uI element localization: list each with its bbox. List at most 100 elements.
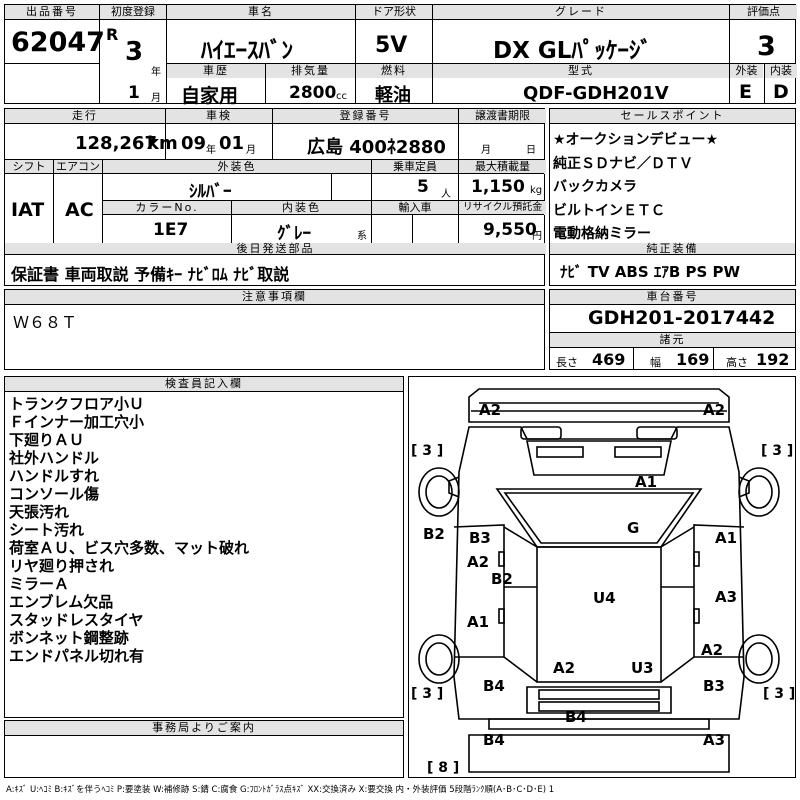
tyre-rating-spare: [ 8 ] <box>427 760 459 776</box>
height: 192 <box>756 350 790 369</box>
spec-label: 諸元 <box>550 333 795 347</box>
mark-right-tail: B3 <box>703 677 725 695</box>
mark-left-side: B2 <box>423 525 445 543</box>
max-load-label: 最大積載量 <box>459 160 546 174</box>
sales-points-block: セールスポイント ★オークションデビュー★ 純正ＳＤナビ／ＤＴＶ バックカメラ … <box>549 108 796 255</box>
int-color-label: 内装色 <box>232 201 371 215</box>
chassis-label: 車台番号 <box>550 290 795 304</box>
notes-label: 注意事項欄 <box>5 290 544 304</box>
mark-rear-bumper: B4 <box>565 708 587 726</box>
inspector-item: ボンネット鋼整跡 <box>9 629 129 647</box>
inspector-item: Ｆインナー加工穴小 <box>9 413 145 431</box>
later-parts-label: 後日発送部品 <box>5 243 546 255</box>
interior-grade-label: 内装 <box>765 64 797 78</box>
transfer-deadline-month-unit: 月 <box>481 145 491 156</box>
mileage-label: 走行 <box>5 109 165 123</box>
notes: Ｗ６８Ｔ <box>13 313 78 332</box>
mileage-unit: km <box>147 133 178 154</box>
exterior-grade-label: 外装 <box>730 64 763 78</box>
chassis-block: 車台番号 GDH201-2017442 諸元 長さ 469 幅 169 高さ 1… <box>549 289 796 370</box>
inspection-year: 09 <box>181 133 207 154</box>
equipment: ﾅﾋﾞ TV ABS ｴｱB PS PW <box>560 263 741 281</box>
score-label: 評価点 <box>730 5 797 19</box>
interior-grade: D <box>773 81 789 103</box>
inspector-item: スタッドレスタイヤ <box>9 611 144 629</box>
inspector-item: 天張汚れ <box>9 503 70 521</box>
inspector-item: エンブレム欠品 <box>9 593 114 611</box>
lot-label: 出品番号 <box>5 5 99 19</box>
sales-points-list: ★オークションデビュー★ 純正ＳＤナビ／ＤＴＶ バックカメラ ビルトインＥＴＣ … <box>553 129 718 247</box>
mark-left-front-door-b: A2 <box>467 553 489 571</box>
transfer-deadline-label: 譲渡書期限 <box>459 109 546 123</box>
tyre-rating-fr: [ 3 ] <box>761 443 793 459</box>
car-damage-diagram: [ 3 ] [ 3 ] [ 3 ] [ 3 ] [ 8 ] A2 A2 A1 G… <box>411 388 795 776</box>
first-reg-year: 3 <box>125 37 144 67</box>
capacity-unit: 人 <box>441 189 451 200</box>
inspection-month: 01 <box>219 133 245 154</box>
mark-right-rear-door: A3 <box>715 588 737 606</box>
history: 自家用 <box>181 85 239 107</box>
first-reg-label: 初度登録 <box>100 5 166 19</box>
chassis-number: GDH201-2017442 <box>588 307 776 329</box>
shift: IAT <box>11 199 45 221</box>
equipment-box: ﾅﾋﾞ TV ABS ｴｱB PS PW <box>549 254 796 286</box>
first-reg-month-unit: 月 <box>151 93 161 104</box>
later-parts: 保証書 車両取説 予備ｷｰ ﾅﾋﾞﾛﾑ ﾅﾋﾞ取説 <box>11 265 290 284</box>
inspector-item: リヤ廻り押され <box>9 557 115 575</box>
inspector-item: 社外ハンドル <box>9 449 100 467</box>
office-label: 事務局よりご案内 <box>5 721 403 735</box>
sales-point-item: 電動格納ミラー <box>553 226 651 242</box>
sales-point-item: ★オークションデビュー★ <box>553 132 719 148</box>
recycle: 9,550 <box>483 220 537 240</box>
color-no: 1E7 <box>153 220 189 240</box>
ext-color: ｼﾙﾊﾞｰ <box>189 182 232 202</box>
max-load-unit: kg <box>530 185 543 196</box>
inspector-item: シート汚れ <box>9 521 85 539</box>
int-color-unit: 系 <box>357 231 367 242</box>
inspection-year-unit: 年 <box>206 145 216 156</box>
mark-left-mid: B2 <box>491 570 513 588</box>
inspector-item: 下廻りＡＵ <box>9 431 85 449</box>
later-parts-box: 保証書 車両取説 予備ｷｰ ﾅﾋﾞﾛﾑ ﾅﾋﾞ取説 <box>4 254 545 286</box>
mileage: 128,267 <box>75 133 157 154</box>
inspector-item: エンドパネル切れ有 <box>9 647 145 665</box>
mark-front-right: A2 <box>703 401 725 419</box>
tyre-rating-rl: [ 3 ] <box>411 686 443 702</box>
shift-label: シフト <box>5 160 53 174</box>
length: 469 <box>592 350 626 369</box>
inspector-item: 荷室ＡＵ、ビス穴多数、マット破れ <box>9 539 250 557</box>
capacity-label: 乗車定員 <box>372 160 458 174</box>
mark-right-front-door: A1 <box>715 529 737 547</box>
inspector-list: トランクフロア小Ｕ Ｆインナー加工穴小 下廻りＡＵ 社外ハンドル ハンドルすれ … <box>9 395 249 665</box>
width-label: 幅 <box>650 356 661 369</box>
ext-color-label: 外装色 <box>103 160 371 174</box>
displacement-unit: cc <box>336 91 347 102</box>
exterior-grade: E <box>739 81 752 103</box>
sales-point-item: ビルトインＥＴＣ <box>553 202 665 219</box>
office-block: 事務局よりご案内 <box>4 720 404 778</box>
mark-rear-window-right: U3 <box>631 659 654 677</box>
mark-rear-bottom-right: A3 <box>703 731 725 749</box>
aircon-label: エアコン <box>54 160 102 174</box>
mark-windshield: G <box>627 519 639 537</box>
mark-right-quarter: A2 <box>701 641 723 659</box>
height-label: 高さ <box>726 356 748 369</box>
recycle-label: リサイクル預託金 <box>459 201 546 215</box>
grade: DX GLﾊﾟｯｹｰｼﾞ <box>493 38 652 64</box>
mark-rear-bottom-left: B4 <box>483 731 505 749</box>
displacement-label: 排気量 <box>266 64 355 78</box>
import-label: 輸入車 <box>372 201 458 215</box>
capacity: 5 <box>417 177 429 197</box>
notes-block: 注意事項欄 Ｗ６８Ｔ <box>4 289 545 370</box>
first-reg-month: 1 <box>128 83 140 103</box>
sales-point-item: バックカメラ <box>553 179 637 195</box>
mark-hood: A1 <box>635 473 657 491</box>
mark-roof: U4 <box>593 589 616 607</box>
sales-point-item: 純正ＳＤナビ／ＤＴＶ <box>553 155 693 172</box>
fuel-label: 燃料 <box>356 64 432 78</box>
inspector-item: トランクフロア小Ｕ <box>9 395 145 413</box>
plate-label: 登録番号 <box>273 109 458 123</box>
aircon: AC <box>65 199 94 221</box>
inspection-label: 車検 <box>166 109 272 123</box>
sales-points-label: セールスポイント <box>550 109 795 123</box>
